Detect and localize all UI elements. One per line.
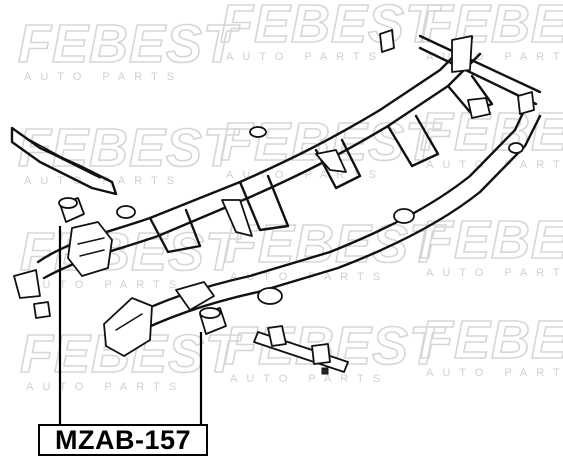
- watermark-brand: FEBEST: [224, 214, 446, 274]
- chassis-frame: [10, 29, 542, 375]
- watermark-brand: FEBEST: [18, 118, 240, 178]
- watermark-brand: FEBEST: [420, 210, 563, 270]
- linkage-part: [253, 325, 349, 375]
- watermark-tagline: AUTO PARTS: [26, 279, 185, 291]
- watermark-tagline: AUTO PARTS: [230, 373, 389, 385]
- watermark-tagline: AUTO PARTS: [426, 367, 563, 379]
- watermark-tagline: AUTO PARTS: [426, 159, 563, 171]
- watermark-brand: FEBEST: [18, 14, 240, 74]
- watermark-tagline: AUTO PARTS: [426, 267, 563, 279]
- watermark-tagline: AUTO PARTS: [24, 175, 183, 187]
- bushing-right: [199, 307, 227, 335]
- watermark-tagline: AUTO PARTS: [24, 71, 183, 83]
- watermark-brand: FEBEST: [220, 0, 442, 54]
- watermark-tagline: AUTO PARTS: [226, 51, 385, 63]
- part-number-label: MZAB-157: [38, 424, 208, 456]
- watermark-tagline: AUTO PARTS: [26, 381, 185, 393]
- watermark-brand: FEBEST: [420, 310, 563, 370]
- watermark-brand: FEBEST: [420, 102, 563, 162]
- bushing-left: [58, 197, 85, 223]
